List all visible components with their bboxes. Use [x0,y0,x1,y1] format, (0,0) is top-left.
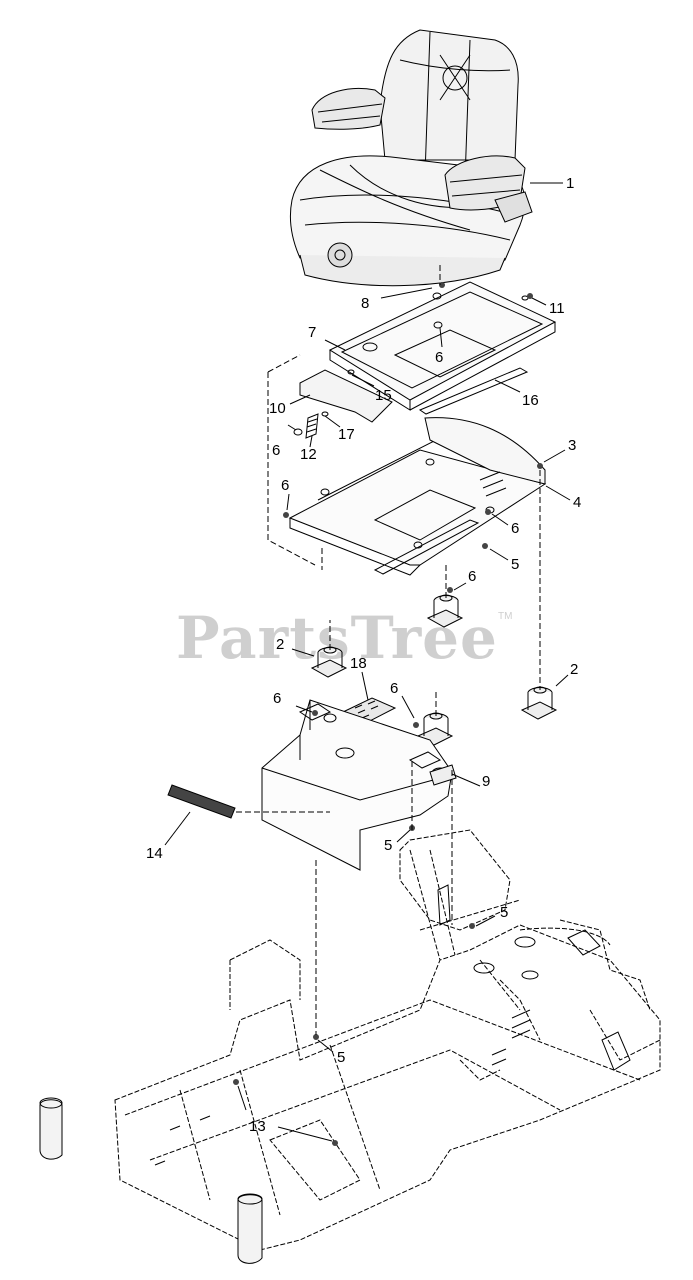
callout-11: 11 [549,300,565,317]
callout-5c: 5 [500,904,509,921]
callout-1: 1 [566,175,575,192]
seat-pan-cover [261,699,457,871]
callout-7: 7 [308,324,317,341]
callout-10: 10 [269,400,286,417]
callout-2b: 2 [570,661,579,678]
callout-5b: 5 [384,837,393,854]
callout-18: 18 [350,655,367,672]
callout-9: 9 [482,773,491,790]
callout-5a: 5 [511,556,520,573]
callout-8: 8 [361,295,370,312]
callout-6a: 6 [435,349,444,366]
callout-4: 4 [573,494,582,511]
seat-mount-plate [328,281,557,411]
watermark-trademark: TM [498,611,513,622]
isolator-mount-left [310,646,348,678]
callout-12: 12 [300,446,317,463]
lower-seat-plate [288,417,547,576]
latch-bracket [299,369,393,423]
hardware [233,282,543,1146]
leader-lines [164,182,571,1142]
callout-6b: 6 [272,442,281,459]
spring [305,413,319,439]
slide-rod [418,367,529,415]
isolator-mount-center [426,594,464,628]
callout-6c: 6 [281,477,290,494]
callout-16: 16 [522,392,539,409]
callout-6g: 6 [273,690,282,707]
callout-15: 15 [375,387,392,404]
callout-6f: 6 [390,680,399,697]
seat-assembly [289,29,533,287]
callout-14: 14 [146,845,163,862]
callout-13: 13 [249,1118,266,1135]
assembly-lines [236,265,541,1035]
callout-5d: 5 [337,1049,346,1066]
isolator-mount-right [520,686,558,720]
frame-details [39,884,631,1264]
callout-6d: 6 [511,520,520,537]
callout-17: 17 [338,426,355,443]
callout-3: 3 [568,437,577,454]
mower-frame [114,829,661,1251]
callout-2a: 2 [276,636,285,653]
callout-6e: 6 [468,568,477,585]
laser-z-decal [167,784,236,819]
